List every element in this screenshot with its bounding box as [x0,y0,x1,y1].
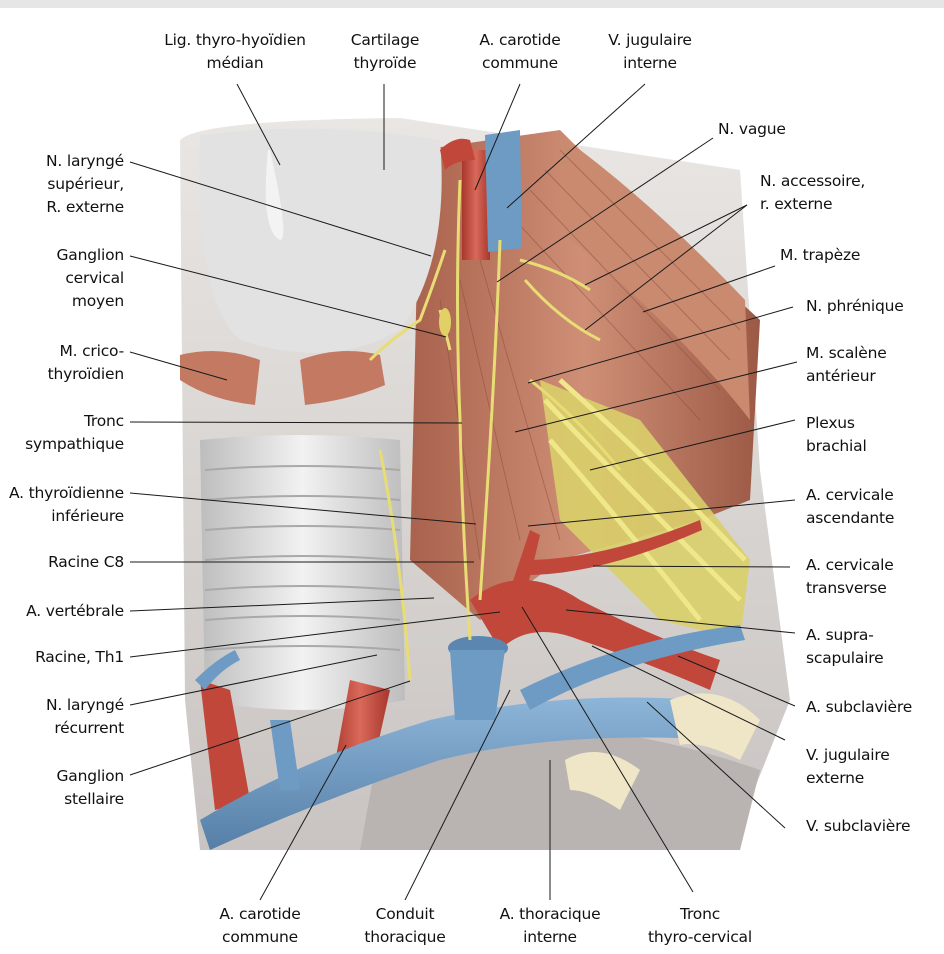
brachial-plexus [540,380,750,640]
common-carotid-artery-upper [462,150,490,260]
leader-tronc-thyro-cervical [521,606,694,893]
leader-a-cervicale-ascendante [527,499,796,527]
label-v-subclaviere: V. subclavière [806,817,911,835]
leader-m-trapeze [642,265,776,313]
label-n-larynge-superieur: N. laryngé supérieur, R. externe [46,152,124,216]
label-a-vertebrale: A. vertébrale [26,602,124,620]
thoracic-region [360,725,760,850]
label-lig-thyro-hyoidien: Lig. thyro-hyoïdien médian [164,31,306,72]
left-artery [200,680,250,810]
leader-n-accessoire-2 [584,204,748,331]
plexus-cords [543,378,747,622]
leader-carotide-commune-bottom [259,744,347,901]
label-ganglion-stellaire: Ganglion stellaire [56,767,125,808]
label-m-trapeze: M. trapèze [780,246,861,264]
label-a-thoracique-interne: A. thoracique interne [499,905,601,946]
transverse-cervical-artery [525,520,702,575]
leader-n-larynge-recurrent [129,654,378,706]
nerves [368,179,622,681]
label-plexus-brachial: Plexus brachial [806,414,867,455]
label-a-suprascapulaire: A. supra- scapulaire [806,626,884,667]
subclavian-vein [520,625,745,710]
label-a-cervicale-ascendante: A. cervicale ascendante [806,486,895,527]
leader-n-accessoire [584,204,748,286]
leader-n-vague [496,137,714,283]
label-ganglion-cervical-moyen: Ganglion cervical moyen [56,246,125,310]
label-m-scalene: M. scalène antérieur [806,344,887,385]
leader-a-thyroidienne-inferieure [129,492,477,525]
label-carotide-commune-top: A. carotide commune [479,31,561,72]
label-v-jugulaire-externe: V. jugulaire externe [806,746,890,787]
label-racine-th1: Racine, Th1 [35,648,124,666]
leader-conduit-thoracique [404,689,511,901]
label-a-cervicale-transverse: A. cervicale transverse [806,556,894,597]
label-n-vague: N. vague [718,120,786,138]
label-jugulaire-interne: V. jugulaire interne [608,31,692,72]
label-tronc-sympathique: Tronc sympathique [25,412,124,453]
internal-jugular-vein-upper [485,130,522,252]
leader-v-subclaviere [646,701,786,829]
label-n-accessoire: N. accessoire, r. externe [760,172,866,213]
leader-a-subclaviere [677,655,796,707]
leader-v-jugulaire-externe [591,645,786,741]
top-bar [0,0,944,8]
label-conduit-thoracique: Conduit thoracique [364,905,446,946]
label-n-larynge-recurrent: N. laryngé récurrent [46,696,124,737]
leader-racine-th1 [129,611,501,658]
label-a-subclaviere: A. subclavière [806,698,913,716]
leader-m-crico-thyroidien [129,351,228,381]
thyrocervical-trunk [500,530,540,630]
leader-jugulaire-interne [506,83,646,209]
cricothyroid-muscle-right [300,351,385,405]
leader-tronc-sympathique [129,421,463,424]
thyroid-cartilage [199,128,442,353]
leader-a-vertebrale [129,597,435,612]
leader-n-phrenique [527,306,794,384]
middle-cervical-ganglion [439,308,451,336]
leader-a-cervicale-transverse [592,565,791,568]
leader-plexus-brachial [589,419,796,471]
label-racine-c8: Racine C8 [48,553,124,571]
brachiocephalic-vein [200,697,720,850]
leader-m-scalene [514,361,798,433]
label-n-phrenique: N. phrénique [806,297,904,315]
label-m-crico-thyroidien: M. crico- thyroïdien [47,342,125,383]
leader-ganglion-stellaire [129,680,411,776]
leader-ganglion-cervical-moyen [129,255,447,338]
leader-lig-thyro-hyoidien [236,83,281,166]
label-carotide-commune-bottom: A. carotide commune [219,905,301,946]
rib-bone [565,752,640,810]
label-a-thyroidienne-inferieure: A. thyroïdienne inférieure [9,484,124,525]
carotid-branch [440,138,475,170]
leader-a-suprascapulaire [565,609,796,634]
leader-carotide-commune-top [474,83,521,191]
leader-n-larynge-superieur [129,161,432,257]
tracheal-rings [204,465,401,651]
trapeze-muscle [560,135,750,420]
subclavian-artery [470,580,720,690]
label-cartilage-thyroide: Cartilage thyroïde [350,31,420,72]
label-tronc-thyro-cervical: Tronc thyro-cervical [648,905,752,946]
